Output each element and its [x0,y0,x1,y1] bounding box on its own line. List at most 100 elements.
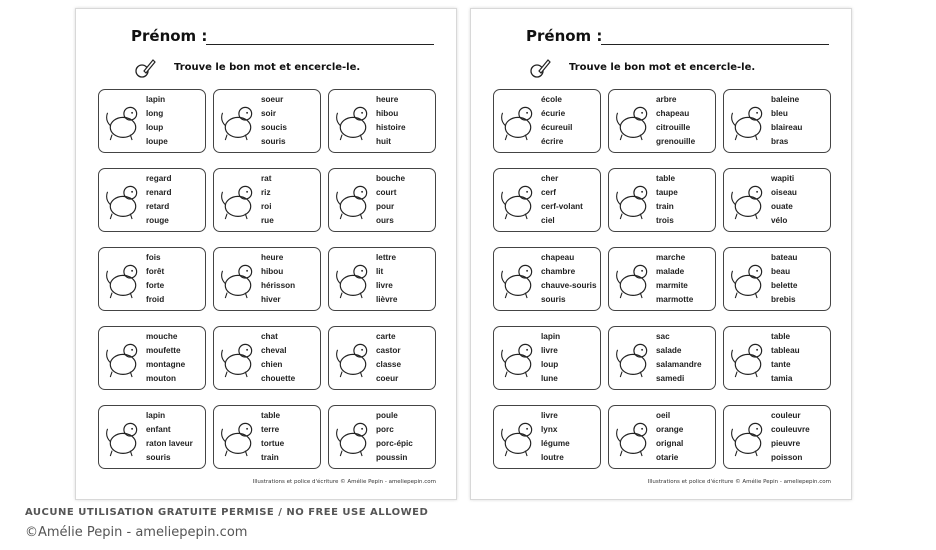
word-option[interactable]: marmite [656,281,688,290]
word-option[interactable]: orignal [656,439,684,448]
word-option[interactable]: lapin [541,332,561,341]
word-option[interactable]: froid [146,295,165,304]
word-option[interactable]: oiseau [771,188,797,197]
word-option[interactable]: roi [261,202,272,211]
word-option[interactable]: tortue [261,439,285,448]
word-option[interactable]: carte [376,332,396,341]
word-option[interactable]: salade [656,346,682,355]
word-option[interactable]: trois [656,216,674,225]
word-option[interactable]: couleur [771,411,801,420]
word-option[interactable]: lettre [376,253,397,262]
word-option[interactable]: loup [541,360,559,369]
word-option[interactable]: couleuvre [771,425,810,434]
word-option[interactable]: loupe [146,137,168,146]
word-option[interactable]: chapeau [541,253,575,262]
word-option[interactable]: samedi [656,374,685,383]
word-option[interactable]: huit [376,137,392,146]
word-option[interactable]: soir [261,109,277,118]
word-option[interactable]: citrouille [656,123,691,132]
word-option[interactable]: belette [771,281,798,290]
word-option[interactable]: bouche [376,174,406,183]
word-option[interactable]: chouette [261,374,296,383]
word-option[interactable]: rouge [146,216,169,225]
word-option[interactable]: orange [656,425,684,434]
word-option[interactable]: coeur [376,374,399,383]
word-option[interactable]: riz [261,188,271,197]
word-option[interactable]: montagne [146,360,186,369]
word-option[interactable]: marmotte [656,295,694,304]
word-option[interactable]: heure [376,95,399,104]
word-option[interactable]: poussin [376,453,408,462]
word-option[interactable]: forêt [146,267,165,276]
word-option[interactable]: tableau [771,346,800,355]
word-option[interactable]: lièvre [376,295,398,304]
word-option[interactable]: blaireau [771,123,803,132]
word-option[interactable]: écurie [541,109,566,118]
word-option[interactable]: otarie [656,453,679,462]
word-option[interactable]: lynx [541,425,558,434]
word-option[interactable]: hibou [376,109,399,118]
word-option[interactable]: grenouille [656,137,696,146]
word-option[interactable]: train [261,453,279,462]
word-option[interactable]: wapiti [771,174,795,183]
word-option[interactable]: long [146,109,164,118]
word-option[interactable]: histoire [376,123,406,132]
word-option[interactable]: rue [261,216,274,225]
word-option[interactable]: cerf-volant [541,202,583,211]
word-option[interactable]: loup [146,123,164,132]
word-option[interactable]: cerf [541,188,557,197]
word-option[interactable]: souris [146,453,171,462]
word-option[interactable]: table [771,332,791,341]
word-option[interactable]: ciel [541,216,555,225]
word-option[interactable]: livre [541,346,558,355]
word-option[interactable]: rat [261,174,272,183]
word-option[interactable]: fois [146,253,161,262]
word-option[interactable]: chat [261,332,278,341]
word-option[interactable]: cher [541,174,559,183]
word-option[interactable]: beau [771,267,791,276]
word-option[interactable]: porc-épic [376,439,413,448]
word-option[interactable]: sac [656,332,670,341]
word-option[interactable]: tante [771,360,791,369]
word-option[interactable]: hibou [261,267,284,276]
word-option[interactable]: terre [261,425,280,434]
word-option[interactable]: poule [376,411,398,420]
word-option[interactable]: pour [376,202,395,211]
word-option[interactable]: hiver [261,295,281,304]
word-option[interactable]: renard [146,188,172,197]
word-option[interactable]: forte [146,281,165,290]
word-option[interactable]: écrire [541,137,564,146]
word-option[interactable]: chauve-souris [541,281,597,290]
word-option[interactable]: marche [656,253,686,262]
word-option[interactable]: bateau [771,253,798,262]
word-option[interactable]: lapin [146,411,166,420]
name-line[interactable] [601,44,829,45]
word-option[interactable]: vélo [771,216,788,225]
word-option[interactable]: taupe [656,188,678,197]
word-option[interactable]: tamia [771,374,793,383]
word-option[interactable]: souris [541,295,566,304]
word-option[interactable]: ouate [771,202,793,211]
word-option[interactable]: soeur [261,95,284,104]
word-option[interactable]: retard [146,202,170,211]
word-option[interactable]: regard [146,174,172,183]
word-option[interactable]: chambre [541,267,576,276]
word-option[interactable]: livre [376,281,393,290]
word-option[interactable]: poisson [771,453,803,462]
word-option[interactable]: table [261,411,281,420]
word-option[interactable]: lune [541,374,558,383]
word-option[interactable]: chapeau [656,109,690,118]
word-option[interactable]: heure [261,253,284,262]
word-option[interactable]: lit [376,267,384,276]
word-option[interactable]: malade [656,267,685,276]
word-option[interactable]: arbre [656,95,677,104]
word-option[interactable]: porc [376,425,394,434]
word-option[interactable]: baleine [771,95,800,104]
word-option[interactable]: soucis [261,123,287,132]
word-option[interactable]: hérisson [261,281,296,290]
word-option[interactable]: train [656,202,674,211]
word-option[interactable]: ours [376,216,394,225]
word-option[interactable]: brebis [771,295,796,304]
word-option[interactable]: bleu [771,109,788,118]
word-option[interactable]: chien [261,360,283,369]
